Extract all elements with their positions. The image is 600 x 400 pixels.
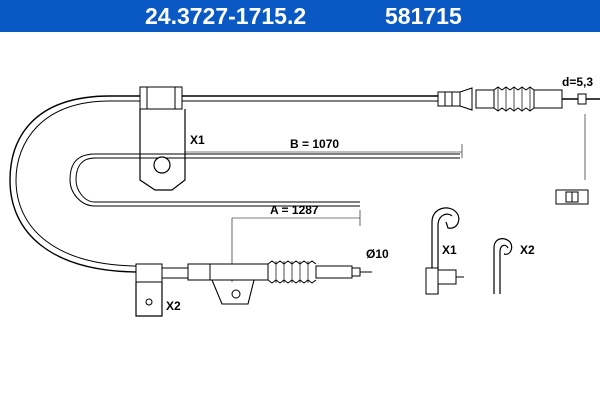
- bracket-x1: X1: [139, 86, 205, 191]
- part-number: 24.3727-1715.2: [145, 3, 307, 29]
- end-fitting-top: d=5,3: [437, 75, 600, 112]
- label-dim-d: d=5,3: [562, 75, 593, 89]
- title-bar: 24.3727-1715.2 581715: [0, 0, 600, 32]
- end-cap-right: [555, 189, 589, 205]
- bellows-top: [493, 86, 535, 112]
- cable-inner-loop: [69, 153, 460, 207]
- label-dim-b: B = 1070: [290, 137, 339, 151]
- dimension-a: A = 1287: [231, 203, 361, 282]
- label-dim-a: A = 1287: [270, 203, 319, 217]
- bracket-x2: X2: [135, 263, 181, 317]
- cable-outer: [9, 95, 440, 273]
- dimension-b: B = 1070: [185, 114, 586, 180]
- label-dim-dia: Ø10: [366, 247, 389, 261]
- end-fitting-bottom: Ø10: [161, 247, 389, 305]
- reference-number: 581715: [385, 3, 462, 29]
- bellows-bottom: [267, 260, 317, 284]
- label-x1-detail: X1: [442, 243, 457, 257]
- label-x2-detail: X2: [520, 243, 535, 257]
- detail-x1-clip: X1: [425, 207, 464, 295]
- label-x1-main: X1: [190, 133, 205, 147]
- detail-x2-clip: X2: [493, 238, 535, 294]
- label-x2-main: X2: [166, 299, 181, 313]
- cable-drawing: X1 d=5,3 B = 1070: [9, 75, 600, 317]
